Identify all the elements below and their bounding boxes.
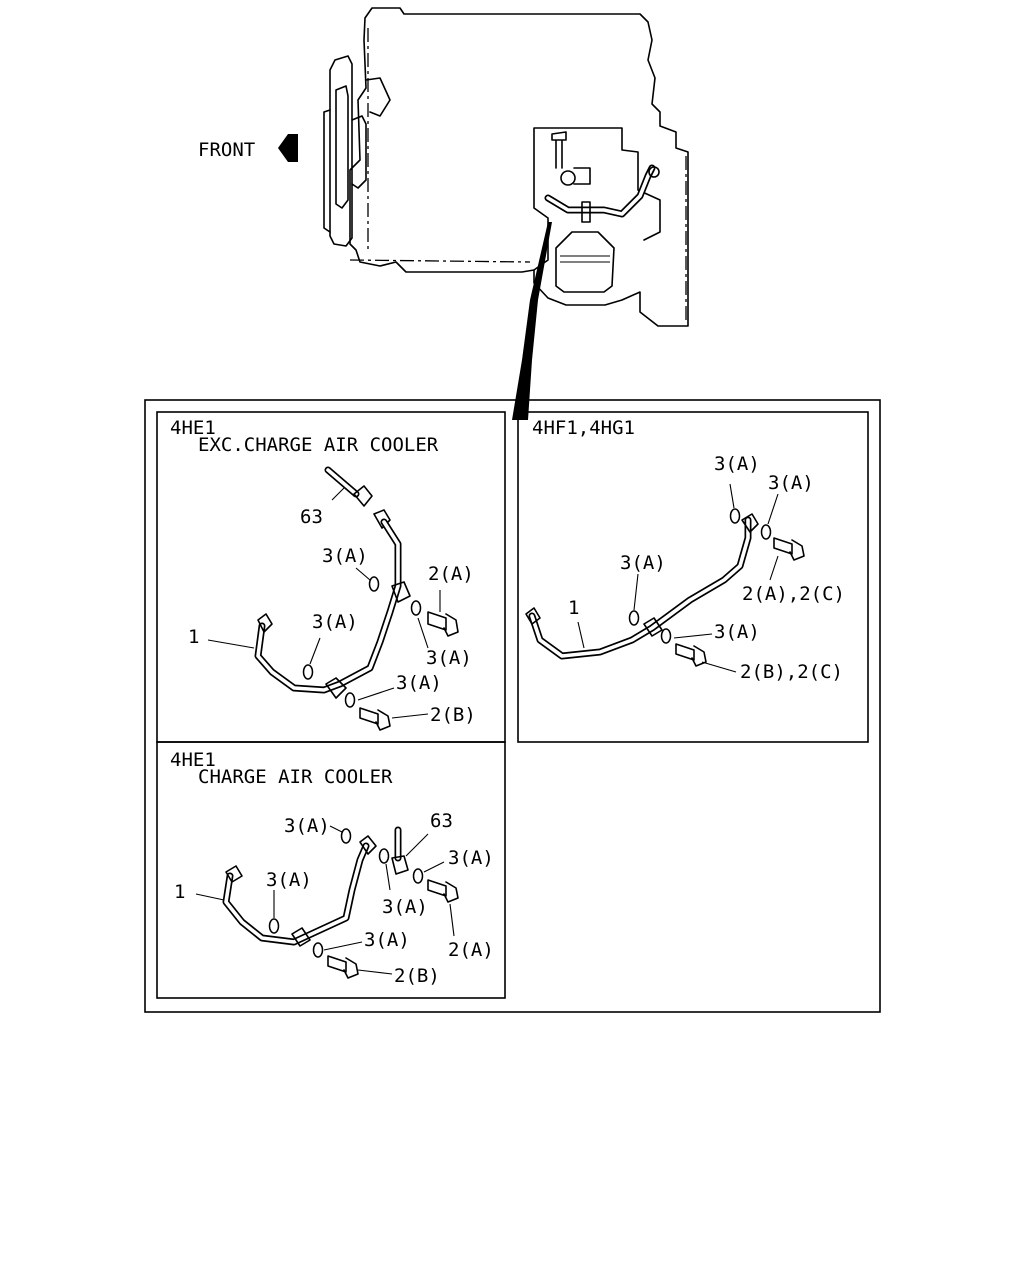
eye-bolt-2a-2c bbox=[773, 537, 805, 561]
eye-bolt-2b-2c bbox=[675, 643, 707, 667]
oil-filter bbox=[555, 231, 615, 293]
panel-title: 4HE1 bbox=[170, 749, 216, 771]
callout-3a: 3(A) bbox=[322, 545, 368, 567]
panel-title: 4HF1,4HG1 bbox=[532, 417, 635, 439]
callout-3a: 3(A) bbox=[266, 869, 312, 891]
callout-2b: 2(B) bbox=[430, 704, 476, 726]
callout-1: 1 bbox=[188, 626, 199, 648]
callout-2a: 2(A) bbox=[448, 939, 494, 961]
front-label: FRONT bbox=[198, 139, 255, 161]
panel-subtitle: CHARGE AIR COOLER bbox=[198, 766, 393, 788]
callout-3a: 3(A) bbox=[620, 552, 666, 574]
callout-3a: 3(A) bbox=[284, 815, 330, 837]
callout-1: 1 bbox=[174, 881, 185, 903]
callout-3a: 3(A) bbox=[312, 611, 358, 633]
engine-overview: FRONT bbox=[198, 7, 689, 420]
callout-3a: 3(A) bbox=[448, 847, 494, 869]
detail-leader-wedge bbox=[512, 222, 552, 420]
washer-3a bbox=[729, 508, 741, 524]
washer-3a bbox=[340, 828, 352, 844]
callout-3a: 3(A) bbox=[768, 472, 814, 494]
eye-bolt-2a bbox=[427, 879, 459, 903]
callout-63: 63 bbox=[430, 810, 453, 832]
panel-4he1-charge-air-cooler: 4HE1 CHARGE AIR COOLER 3(A) 63 3(A) bbox=[156, 741, 506, 999]
callout-63: 63 bbox=[300, 506, 323, 528]
panel-title: 4HE1 bbox=[170, 417, 216, 439]
callout-1: 1 bbox=[568, 597, 579, 619]
callout-2b-2c: 2(B),2(C) bbox=[740, 661, 843, 683]
callout-2a: 2(A) bbox=[428, 563, 474, 585]
callout-3a: 3(A) bbox=[364, 929, 410, 951]
callout-3a: 3(A) bbox=[396, 672, 442, 694]
callout-3a: 3(A) bbox=[382, 896, 428, 918]
eye-bolt-2b bbox=[327, 955, 359, 979]
panel-4hf1-4hg1: 4HF1,4HG1 3(A) 3(A) 3(A) 2(A),2(C) 1 3(A… bbox=[517, 411, 869, 743]
callout-2a-2c: 2(A),2(C) bbox=[742, 583, 845, 605]
engine-block-outline bbox=[349, 7, 689, 327]
front-arrow-icon bbox=[278, 134, 298, 162]
panel-4he1-exc-charge-air-cooler: 4HE1 EXC.CHARGE AIR COOLER 63 3(A) 2(A bbox=[156, 411, 506, 743]
front-pulley bbox=[329, 55, 353, 247]
washer-3a bbox=[368, 576, 380, 592]
callout-3a: 3(A) bbox=[714, 621, 760, 643]
detail-frame bbox=[144, 399, 881, 1013]
panel-subtitle: EXC.CHARGE AIR COOLER bbox=[198, 434, 439, 456]
callout-2b: 2(B) bbox=[394, 965, 440, 987]
callout-3a: 3(A) bbox=[714, 453, 760, 475]
callout-3a: 3(A) bbox=[426, 647, 472, 669]
eye-bolt-2a bbox=[427, 611, 459, 637]
eye-bolt-2b bbox=[359, 707, 391, 731]
